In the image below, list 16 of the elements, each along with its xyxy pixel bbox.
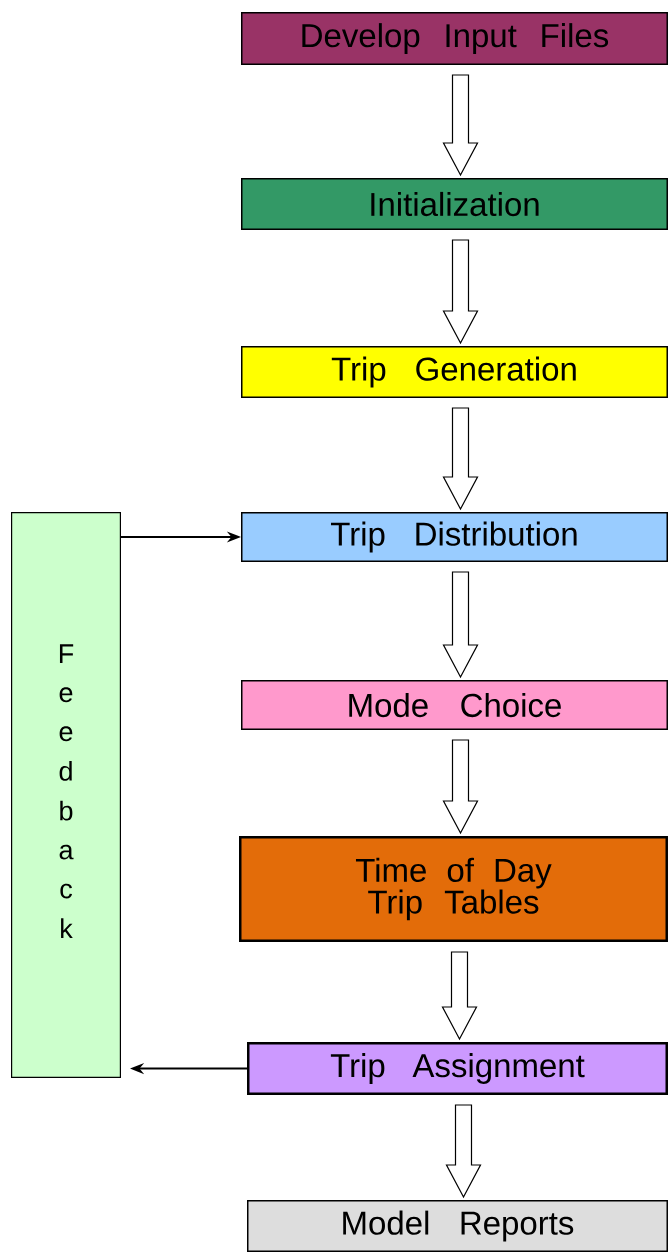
block-arrow bbox=[442, 739, 479, 835]
block-arrow bbox=[441, 951, 478, 1041]
block-arrow bbox=[442, 74, 479, 177]
process-box: Initialization bbox=[241, 178, 668, 230]
process-box: Model Reports bbox=[247, 1200, 668, 1252]
block-arrow bbox=[442, 407, 479, 511]
block-arrow bbox=[445, 1104, 482, 1199]
block-arrow bbox=[442, 571, 479, 679]
process-box: Trip Assignment bbox=[247, 1042, 668, 1095]
process-box: Mode Choice bbox=[241, 680, 668, 730]
process-box: Trip Distribution bbox=[241, 512, 668, 562]
process-box: Trip Generation bbox=[241, 346, 668, 398]
block-arrow bbox=[442, 239, 479, 345]
process-box: Develop Input Files bbox=[241, 12, 668, 65]
process-box: Time of Day Trip Tables bbox=[239, 836, 668, 942]
feedback-box: Feedback bbox=[11, 512, 121, 1078]
